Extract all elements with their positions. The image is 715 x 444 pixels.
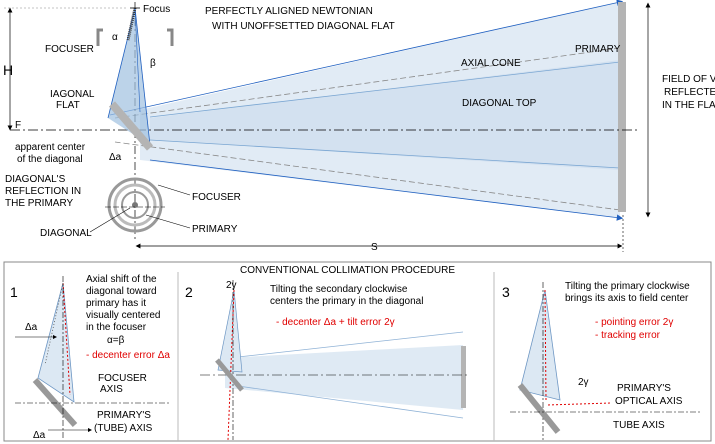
bottom-panel: CONVENTIONAL COLLIMATION PROCEDURE 1 Δa … <box>3 261 712 442</box>
panel-1: 1 Δa Δa Axial shift of the diagonal towa… <box>10 274 170 441</box>
primary-mirror <box>618 2 626 212</box>
fov-label-2: REFLECTED <box>664 87 715 98</box>
panel-2-diagonal <box>215 358 244 392</box>
focuser-ring-leader <box>157 184 191 196</box>
focuser-label: FOCUSER <box>45 44 94 55</box>
panel-2: 2 2γ Tilting the secondary clockwise cen… <box>185 280 470 441</box>
diagonal-flat-label-1: IAGONAL <box>50 89 95 100</box>
panel-2-primary-mirror <box>461 346 466 408</box>
bottom-title: CONVENTIONAL COLLIMATION PROCEDURE <box>240 265 455 276</box>
panel-3-text-2: brings its axis to field center <box>565 293 689 304</box>
cone-edge-top <box>109 0 624 116</box>
primary-ring-inner <box>121 191 149 219</box>
panel-1-text-2: diagonal toward <box>86 286 157 297</box>
f-label: F <box>15 120 21 131</box>
panel-1-text-4: visually centered <box>86 310 160 321</box>
panel-3-diagonal <box>517 383 561 434</box>
primary-ring-leader <box>145 214 191 229</box>
panel-1-red-ray <box>62 282 71 396</box>
top-title-1: PERFECTLY ALIGNED NEWTONIAN <box>205 6 373 17</box>
focus-label: Focus <box>143 4 170 15</box>
panel-2-text-1: Tilting the secondary clockwise <box>270 284 408 295</box>
cone-inner-bottom <box>149 139 621 169</box>
panel-2-focus-cone <box>217 289 243 373</box>
primary-label: PRIMARY <box>575 44 621 55</box>
alpha-label: α <box>112 32 118 43</box>
primary-ring-outer <box>107 177 163 233</box>
panel-3-primary-optical-2: OPTICAL AXIS <box>615 396 683 407</box>
diagonal-center <box>132 202 138 208</box>
apparent-center-2: of the diagonal <box>17 154 83 165</box>
panel-3-optical-axis <box>547 402 611 406</box>
bottom-frame <box>3 261 712 442</box>
s-label: S <box>371 242 378 253</box>
panel-1-error: - decenter error Δa <box>86 350 170 361</box>
reflection-3: THE PRIMARY <box>5 198 73 209</box>
panel-1-text-1: Axial shift of the <box>86 274 157 285</box>
panel-3-primary-optical-1: PRIMARY'S <box>617 383 671 394</box>
primary-ring-mid <box>113 183 157 227</box>
panel-3-error-1: - pointing error 2γ <box>595 317 673 328</box>
top-title-2: WITH UNOFFSETTED DIAGONAL FLAT <box>212 21 395 32</box>
panel-2-gamma: 2γ <box>226 280 237 291</box>
panel-1-primary-axis-1: PRIMARY'S <box>97 410 151 421</box>
panel-1-diagonal <box>32 378 78 427</box>
panel-2-red-ray <box>227 289 235 441</box>
fov-label-3: IN THE FLAT <box>662 100 715 111</box>
panel-1-equation: α=β <box>107 335 125 346</box>
diagonal-top-cone <box>150 60 620 170</box>
diagonal-leader <box>89 207 131 233</box>
cone-inner-top <box>149 61 621 118</box>
panel-2-edge-bottom <box>237 385 464 419</box>
focuser-ring-label: FOCUSER <box>192 192 241 203</box>
delta-a-top: Δa <box>109 152 122 163</box>
diagonal-top-label: DIAGONAL TOP <box>462 98 537 109</box>
focus-hatched <box>126 7 137 41</box>
diagonal-label: DIAGONAL <box>40 228 92 239</box>
reflection-1: DIAGONAL'S <box>5 174 66 185</box>
panel-1-text-3: primary has it <box>86 298 146 309</box>
diagonal-flat <box>108 101 154 151</box>
h-label: H <box>3 62 13 78</box>
panel-1-delta-top-label: Δa <box>25 322 38 333</box>
panel-1-text-5: in the focuser <box>86 322 147 333</box>
panel-3-gamma: 2γ <box>578 377 589 388</box>
panel-1-delta-bottom-label: Δa <box>33 430 46 441</box>
primary-ring-label: PRIMARY <box>192 224 238 235</box>
panel-2-edge-top <box>237 331 464 358</box>
panel-2-cone <box>225 345 463 410</box>
axial-cone-line-2 <box>114 141 621 211</box>
focuser-right-wall <box>167 28 174 46</box>
apparent-center-1: apparent center <box>15 142 86 153</box>
beta-label: β <box>150 58 156 69</box>
reflection-2: REFLECTION IN <box>5 186 81 197</box>
panel-3-tube-axis-label: TUBE AXIS <box>613 420 665 431</box>
fov-label-1: FIELD OF VIEW <box>662 74 715 85</box>
diagonal-flat-label-2: FLAT <box>56 100 80 111</box>
panel-3-number: 3 <box>502 284 510 300</box>
panel-1-primary-axis-2: (TUBE) AXIS <box>94 423 153 434</box>
panel-1-focuser-axis-2: AXIS <box>100 384 123 395</box>
panel-3-text-1: Tilting the primary clockwise <box>565 281 690 292</box>
panel-1-dotted-ray <box>44 282 64 366</box>
panel-1-number: 1 <box>10 284 18 300</box>
cone-edge-bottom <box>149 159 624 221</box>
axial-cone-line <box>114 47 621 119</box>
panel-2-text-2: centers the primary in the diagonal <box>270 296 423 307</box>
focus-ray-right <box>134 7 151 146</box>
axial-cone-label: AXIAL CONE <box>461 58 521 69</box>
focus-ray-mid <box>134 7 141 113</box>
panel-1-focuser-axis-1: FOCUSER <box>98 373 147 384</box>
panel-3: 3 Tilting the primary clockwise brings i… <box>502 281 700 440</box>
top-diagram: Focus PERFECTLY ALIGNED NEWTONIAN WITH U… <box>3 0 715 253</box>
panel-3-cone <box>519 289 561 401</box>
focuser-left-wall <box>96 28 103 46</box>
panel-2-number: 2 <box>185 284 193 300</box>
panel-2-error: - decenter Δa + tilt error 2γ <box>276 317 395 328</box>
panel-1-cone <box>37 282 75 403</box>
panel-3-error-2: - tracking error <box>595 330 661 341</box>
